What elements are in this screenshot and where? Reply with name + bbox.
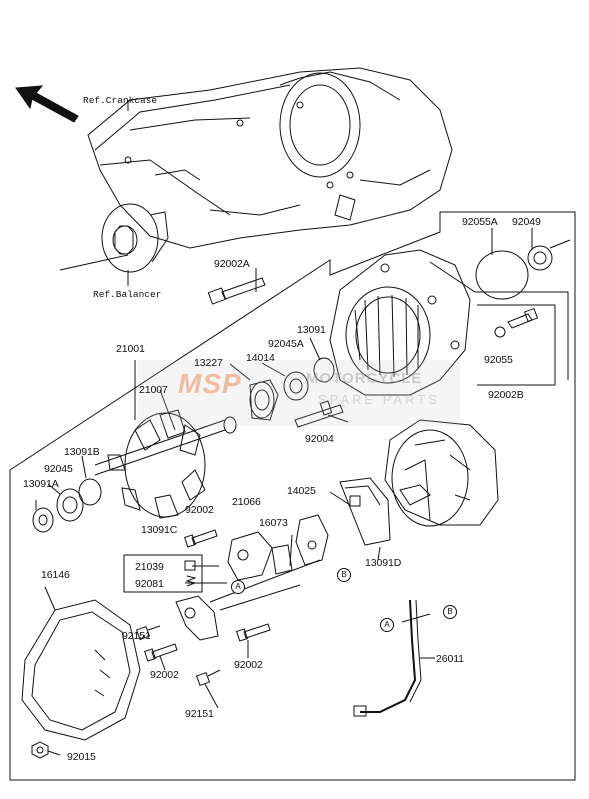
rotor-fan-icon bbox=[94, 409, 237, 519]
nut-92015-icon bbox=[31, 741, 49, 759]
collar-13091a-icon bbox=[32, 507, 54, 533]
part-label-13091C[interactable]: 13091C bbox=[141, 524, 178, 536]
part-label-92015[interactable]: 92015 bbox=[67, 751, 96, 763]
ring-13091-icon bbox=[313, 357, 335, 383]
part-label-21066[interactable]: 21066 bbox=[232, 496, 261, 508]
brush-holder-icon bbox=[227, 531, 273, 581]
wiring-harness-icon bbox=[353, 599, 431, 717]
direction-arrow-icon bbox=[15, 85, 79, 123]
part-label-13091D[interactable]: 13091D bbox=[365, 557, 402, 569]
part-label-92045A[interactable]: 92045A bbox=[268, 338, 304, 350]
part-label-21007[interactable]: 21007 bbox=[139, 384, 168, 396]
bolt-92002-right-icon bbox=[236, 623, 271, 642]
part-label-26011[interactable]: 26011 bbox=[436, 653, 464, 665]
part-label-13227[interactable]: 13227 bbox=[194, 357, 223, 369]
bolt-92002b-icon bbox=[494, 307, 539, 338]
part-label-13091[interactable]: 13091 bbox=[297, 324, 326, 336]
clutch-shoe-icon bbox=[339, 477, 391, 546]
o-ring-92055a-icon bbox=[475, 250, 529, 300]
generator-cover-icon bbox=[21, 599, 141, 741]
callout-a-mid: A bbox=[231, 580, 245, 594]
callout-a-wire: A bbox=[380, 618, 394, 632]
stator-icon bbox=[249, 379, 279, 421]
collar-14014-icon bbox=[283, 371, 309, 401]
part-label-92151-bottom[interactable]: 92151 bbox=[185, 708, 214, 720]
part-label-21039[interactable]: 21039 bbox=[135, 561, 164, 573]
gear-housing-icon bbox=[384, 419, 499, 527]
part-label-92004[interactable]: 92004 bbox=[305, 433, 334, 445]
bracket-16073-icon bbox=[271, 544, 293, 575]
stud-92004-icon bbox=[294, 400, 344, 428]
part-label-92045[interactable]: 92045 bbox=[44, 463, 73, 475]
ref-crankcase-label: Ref.Crankcase bbox=[83, 95, 158, 106]
part-label-92049[interactable]: 92049 bbox=[512, 216, 541, 228]
part-label-16073[interactable]: 16073 bbox=[259, 517, 288, 529]
part-label-92151-left[interactable]: 92151 bbox=[122, 630, 151, 642]
screw-92151-left-icon bbox=[135, 625, 161, 641]
part-label-92002-right[interactable]: 92002 bbox=[234, 659, 263, 671]
spring-92081-icon bbox=[185, 575, 197, 587]
plate-holder-icon bbox=[175, 595, 219, 641]
part-label-92002A[interactable]: 92002A bbox=[214, 258, 250, 270]
bearing-92049-icon bbox=[527, 239, 571, 271]
bearing-92045-icon bbox=[56, 488, 84, 522]
part-label-92055[interactable]: 92055 bbox=[484, 354, 513, 366]
part-label-92081[interactable]: 92081 bbox=[135, 578, 164, 590]
screw-92151-bottom-icon bbox=[195, 669, 221, 687]
bolt-92002a-icon bbox=[207, 277, 266, 305]
part-label-16146[interactable]: 16146 bbox=[41, 569, 70, 581]
ref-balancer-label: Ref.Balancer bbox=[93, 289, 162, 300]
ring-13091b-icon bbox=[78, 478, 102, 506]
crankcase-outline bbox=[87, 67, 453, 249]
balancer-gear-icon bbox=[101, 203, 169, 273]
part-label-92002B[interactable]: 92002B bbox=[488, 389, 524, 401]
part-label-14025[interactable]: 14025 bbox=[287, 485, 316, 497]
bolt-92002-mid-icon bbox=[144, 643, 178, 662]
callout-b-wire: B bbox=[443, 605, 457, 619]
part-label-13091B[interactable]: 13091B bbox=[64, 446, 100, 458]
part-label-92055A[interactable]: 92055A bbox=[462, 216, 498, 228]
part-label-92002-mid[interactable]: 92002 bbox=[150, 669, 179, 681]
part-label-21001[interactable]: 21001 bbox=[116, 343, 145, 355]
lever-14025-icon bbox=[295, 514, 329, 566]
part-label-14014[interactable]: 14014 bbox=[246, 352, 275, 364]
generator-housing-icon bbox=[329, 249, 471, 396]
callout-b-mid: B bbox=[337, 568, 351, 582]
part-label-92002-top[interactable]: 92002 bbox=[185, 504, 214, 516]
bolt-92002-top-icon bbox=[184, 529, 218, 548]
part-label-13091A[interactable]: 13091A bbox=[23, 478, 59, 490]
